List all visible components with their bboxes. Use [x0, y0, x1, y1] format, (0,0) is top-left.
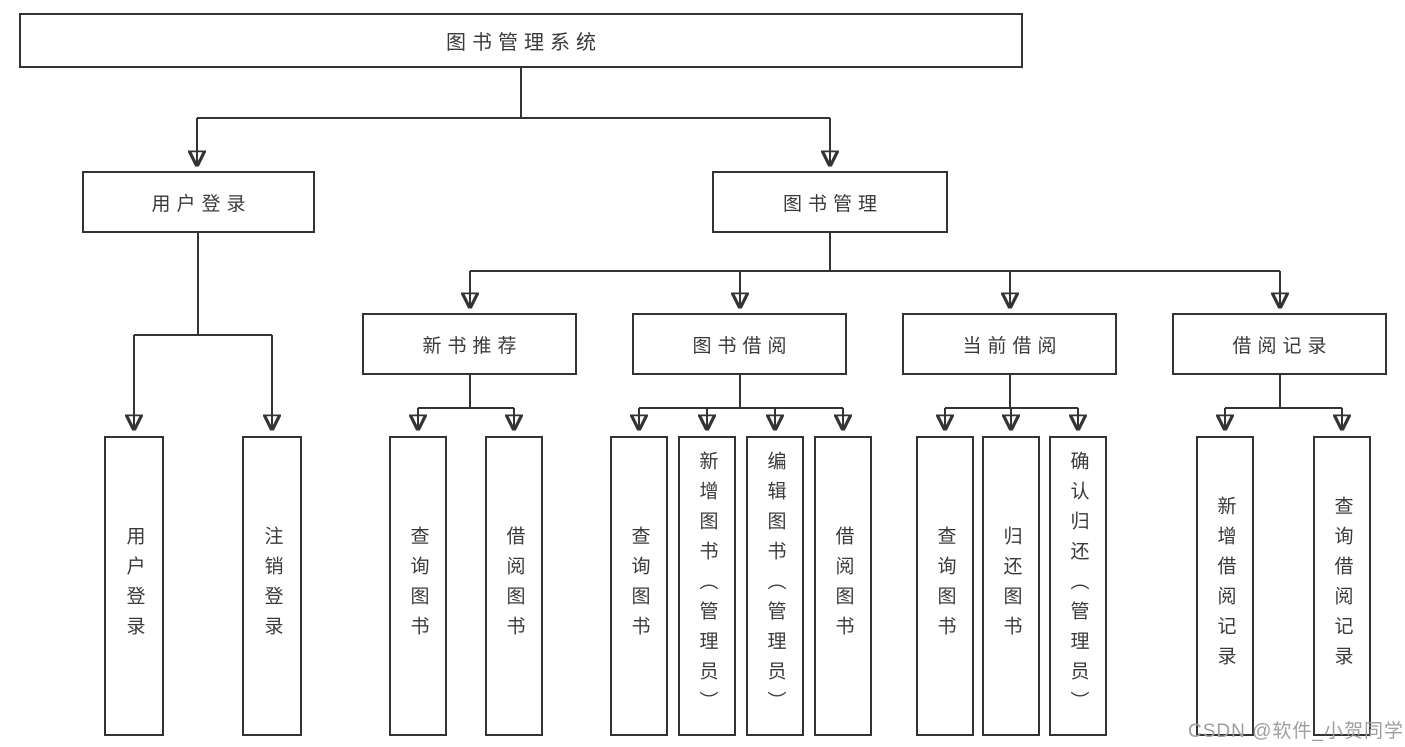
edge-newbook-to-leaves [418, 375, 514, 429]
node-confirm-return-admin: 确认归还（管理员） [1049, 436, 1107, 736]
node-borrow-books-recommend: 借阅图书 [485, 436, 543, 736]
node-book-management: 图书管理 [712, 171, 948, 233]
node-current-borrow: 当前借阅 [902, 313, 1117, 375]
node-user-login: 用户登录 [82, 171, 315, 233]
node-return-book: 归还图书 [982, 436, 1040, 736]
node-label: 确认归还（管理员） [1067, 451, 1089, 721]
node-label: 查询图书 [407, 526, 429, 646]
node-edit-book-admin: 编辑图书（管理员） [746, 436, 804, 736]
node-label: 借阅图书 [832, 526, 854, 646]
node-label: 新增图书（管理员） [696, 451, 718, 721]
node-logout-leaf: 注销登录 [242, 436, 302, 736]
node-add-book-admin: 新增图书（管理员） [678, 436, 736, 736]
node-query-borrow-record: 查询借阅记录 [1313, 436, 1371, 736]
node-label: 用户登录 [123, 526, 145, 646]
node-add-borrow-record: 新增借阅记录 [1196, 436, 1254, 736]
node-label: 归还图书 [1000, 526, 1022, 646]
node-library-system: 图书管理系统 [19, 13, 1023, 68]
node-label: 查询借阅记录 [1331, 496, 1353, 676]
node-query-books-recommend: 查询图书 [389, 436, 447, 736]
node-query-books-borrow: 查询图书 [610, 436, 668, 736]
node-new-book-recommend: 新书推荐 [362, 313, 577, 375]
node-user-login-leaf: 用户登录 [104, 436, 164, 736]
node-label: 注销登录 [261, 526, 283, 646]
edge-bookmgmt-to-level3 [470, 233, 1280, 307]
node-borrow-books-leaf: 借阅图书 [814, 436, 872, 736]
node-label: 新增借阅记录 [1214, 496, 1236, 676]
edge-records-to-leaves [1225, 375, 1342, 429]
node-borrow-records: 借阅记录 [1172, 313, 1387, 375]
node-label: 查询图书 [628, 526, 650, 646]
node-query-books-current: 查询图书 [916, 436, 974, 736]
edge-bookborrow-to-leaves [639, 375, 843, 429]
watermark: CSDN @软件_小贺同学 [1188, 721, 1404, 742]
node-label: 编辑图书（管理员） [764, 451, 786, 721]
node-label: 查询图书 [934, 526, 956, 646]
node-label: 借阅图书 [503, 526, 525, 646]
edge-currentborrow-to-leaves [945, 375, 1078, 429]
edge-root-to-level2 [197, 68, 830, 165]
edge-userlogin-to-leaves [134, 233, 272, 429]
node-book-borrow: 图书借阅 [632, 313, 847, 375]
